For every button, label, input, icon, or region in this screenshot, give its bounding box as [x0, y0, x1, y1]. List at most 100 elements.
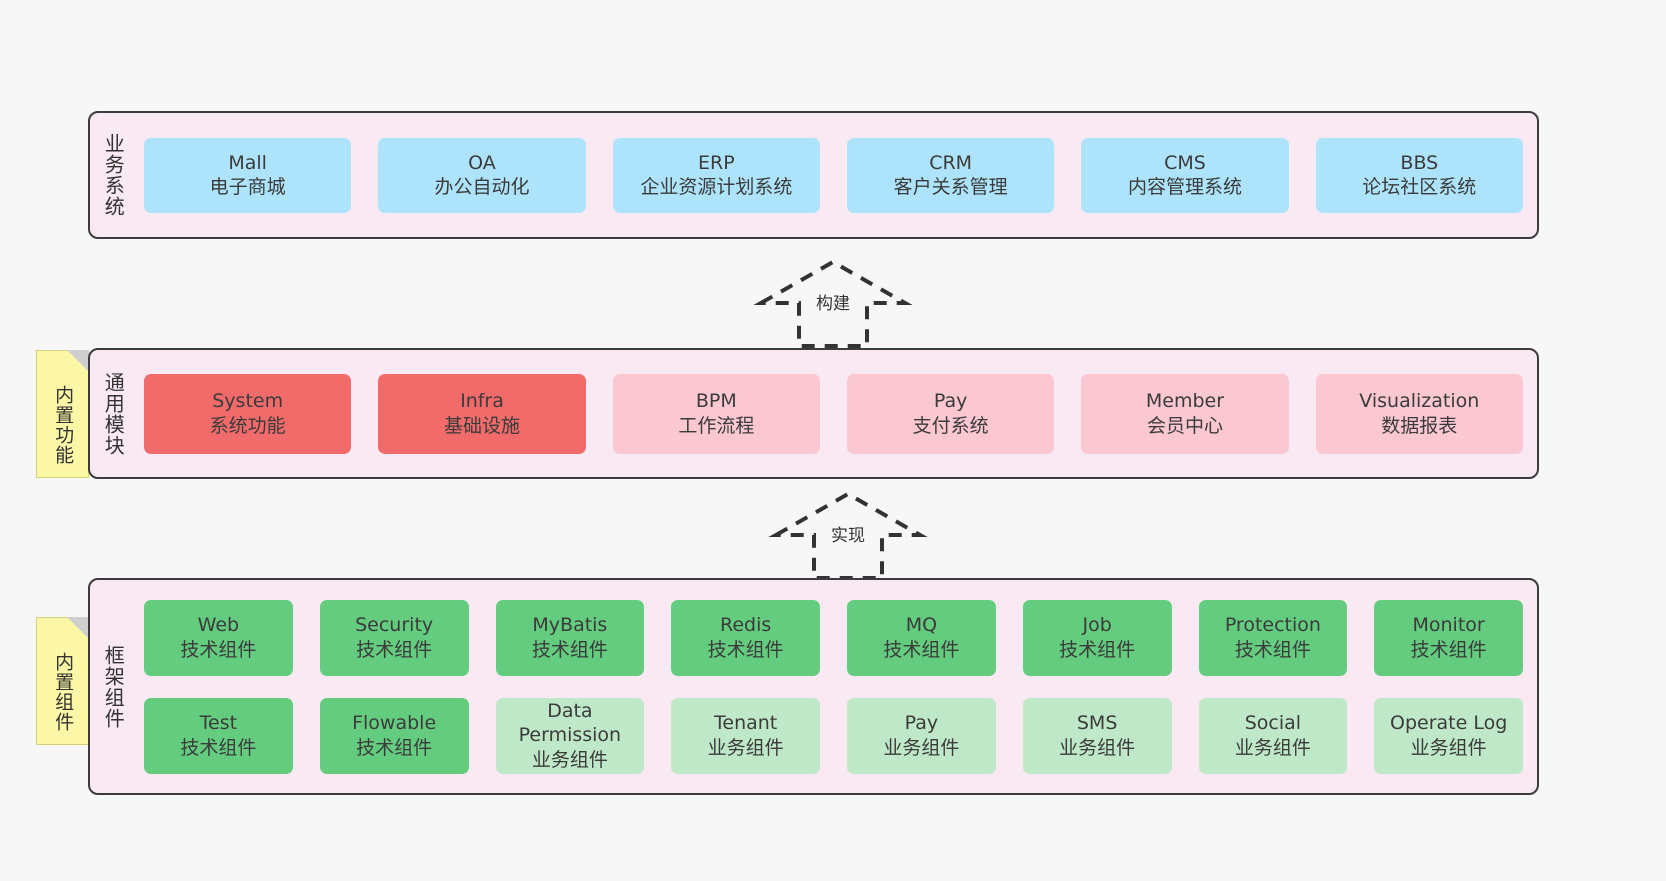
card-protection[interactable]: Protection 技术组件	[1198, 599, 1348, 676]
card-cms[interactable]: CMS 内容管理系统	[1081, 137, 1289, 213]
card-subtitle: 技术组件	[356, 736, 433, 759]
card-job[interactable]: Job 技术组件	[1022, 599, 1172, 676]
note-label: 内置功能	[52, 385, 75, 465]
layer-body-framework-components: Web 技术组件 Security 技术组件 MyBatis 技术组件 Redi…	[136, 580, 1537, 793]
card-subtitle: 企业资源计划系统	[640, 176, 793, 198]
card-test[interactable]: Test 技术组件	[144, 697, 293, 774]
arrow-label-build: 构建	[816, 294, 850, 314]
card-subtitle: 系统功能	[209, 414, 286, 437]
card-title: Social	[1244, 712, 1302, 735]
card-mybatis[interactable]: MyBatis 技术组件	[495, 599, 645, 676]
card-title: BBS	[1400, 151, 1439, 174]
card-visualization[interactable]: Visualization 数据报表	[1315, 373, 1523, 454]
card-subtitle: 技术组件	[1059, 638, 1136, 661]
dashed-up-arrow-icon	[768, 491, 928, 580]
card-subtitle: 技术组件	[1234, 638, 1311, 661]
card-subtitle: 电子商城	[209, 176, 286, 198]
card-subtitle: 办公自动化	[434, 176, 530, 198]
card-infra[interactable]: Infra 基础设施	[378, 373, 586, 454]
card-erp[interactable]: ERP 企业资源计划系统	[612, 137, 820, 213]
card-oa[interactable]: OA 办公自动化	[378, 137, 586, 213]
card-bpm[interactable]: BPM 工作流程	[612, 373, 820, 454]
card-redis[interactable]: Redis 技术组件	[671, 599, 820, 676]
layer-title-common-modules: 通用模块	[101, 371, 126, 456]
card-title: Redis	[719, 614, 772, 637]
card-monitor[interactable]: Monitor 技术组件	[1374, 599, 1523, 676]
card-web[interactable]: Web 技术组件	[144, 599, 293, 676]
card-security[interactable]: Security 技术组件	[319, 599, 469, 676]
note-builtin-functions: 内置功能	[36, 350, 89, 478]
card-title: Test	[199, 712, 238, 735]
card-mall[interactable]: Mall 电子商城	[144, 137, 352, 213]
card-subtitle: 技术组件	[356, 638, 433, 661]
card-subtitle: 客户关系管理	[893, 176, 1008, 198]
arrow-implement: 实现	[768, 490, 928, 582]
card-subtitle: 技术组件	[180, 638, 257, 661]
layer-title-business-systems: 业务系统	[101, 133, 126, 217]
card-title: MyBatis	[532, 614, 608, 637]
card-subtitle: 技术组件	[707, 638, 784, 661]
card-flowable[interactable]: Flowable 技术组件	[319, 697, 469, 774]
card-title: Visualization	[1359, 390, 1480, 413]
card-system[interactable]: System 系统功能	[144, 373, 352, 454]
card-row: Web 技术组件 Security 技术组件 MyBatis 技术组件 Redi…	[144, 599, 1523, 676]
layer-body-business-systems: Mall 电子商城 OA 办公自动化 ERP 企业资源计划系统 CRM 客户关系…	[136, 113, 1537, 237]
card-bbs[interactable]: BBS 论坛社区系统	[1315, 137, 1523, 213]
card-subtitle: 数据报表	[1381, 414, 1458, 437]
card-subtitle: 会员中心	[1146, 414, 1223, 437]
card-title: Data Permission	[518, 700, 622, 747]
card-subtitle: 业务组件	[1059, 736, 1136, 759]
card-title: BPM	[695, 390, 737, 413]
card-subtitle: 论坛社区系统	[1362, 176, 1477, 198]
layer-common-modules: 通用模块 System 系统功能 Infra 基础设施 BPM 工作流程 Pay…	[88, 348, 1539, 479]
layer-business-systems: 业务系统 Mall 电子商城 OA 办公自动化 ERP 企业资源计划系统 CRM…	[88, 111, 1539, 239]
card-title: Security	[355, 614, 434, 637]
card-subtitle: 技术组件	[1410, 638, 1487, 661]
card-subtitle: 基础设施	[443, 414, 520, 437]
card-title: Pay	[904, 712, 939, 735]
card-row: System 系统功能 Infra 基础设施 BPM 工作流程 Pay 支付系统…	[144, 373, 1523, 454]
card-subtitle: 业务组件	[707, 736, 784, 759]
card-subtitle: 业务组件	[1234, 736, 1311, 759]
card-subtitle: 技术组件	[883, 638, 960, 661]
card-subtitle: 业务组件	[1410, 736, 1487, 759]
dashed-up-arrow-icon	[753, 259, 913, 348]
card-title: OA	[468, 151, 496, 174]
card-social[interactable]: Social 业务组件	[1198, 697, 1348, 774]
card-title: ERP	[697, 151, 735, 174]
card-title: System	[212, 390, 284, 413]
card-sms[interactable]: SMS 业务组件	[1022, 697, 1172, 774]
card-subtitle: 支付系统	[912, 414, 989, 437]
layer-title-framework-components: 框架组件	[101, 644, 126, 729]
layer-body-common-modules: System 系统功能 Infra 基础设施 BPM 工作流程 Pay 支付系统…	[136, 350, 1537, 477]
card-mq[interactable]: MQ 技术组件	[847, 599, 996, 676]
card-title: Member	[1145, 390, 1225, 413]
card-subtitle: 业务组件	[883, 736, 960, 759]
card-operate-log[interactable]: Operate Log 业务组件	[1374, 697, 1523, 774]
card-row: Mall 电子商城 OA 办公自动化 ERP 企业资源计划系统 CRM 客户关系…	[144, 137, 1523, 213]
card-data-permission[interactable]: Data Permission 业务组件	[495, 697, 645, 774]
card-title: CRM	[929, 151, 973, 174]
card-title: MQ	[905, 614, 938, 637]
card-title: Web	[197, 614, 240, 637]
card-title: Tenant	[714, 712, 778, 735]
card-subtitle: 技术组件	[531, 638, 608, 661]
card-crm[interactable]: CRM 客户关系管理	[846, 137, 1055, 213]
card-tenant[interactable]: Tenant 业务组件	[671, 697, 820, 774]
note-builtin-components: 内置组件	[36, 617, 89, 745]
card-title: Mall	[228, 151, 267, 174]
card-title: Protection	[1224, 614, 1321, 637]
card-pay-module[interactable]: Pay 支付系统	[846, 373, 1055, 454]
card-member[interactable]: Member 会员中心	[1081, 373, 1289, 454]
card-title: SMS	[1076, 712, 1118, 735]
arrow-build: 构建	[753, 258, 913, 350]
card-title: Infra	[460, 390, 504, 413]
card-title: Pay	[933, 390, 968, 413]
card-pay-component[interactable]: Pay 业务组件	[847, 697, 996, 774]
note-label: 内置组件	[52, 652, 75, 732]
card-title: Monitor	[1412, 614, 1485, 637]
card-title: CMS	[1164, 151, 1206, 174]
layer-framework-components: 框架组件 Web 技术组件 Security 技术组件 MyBatis 技术组件…	[88, 578, 1539, 795]
card-title: Job	[1082, 614, 1112, 637]
